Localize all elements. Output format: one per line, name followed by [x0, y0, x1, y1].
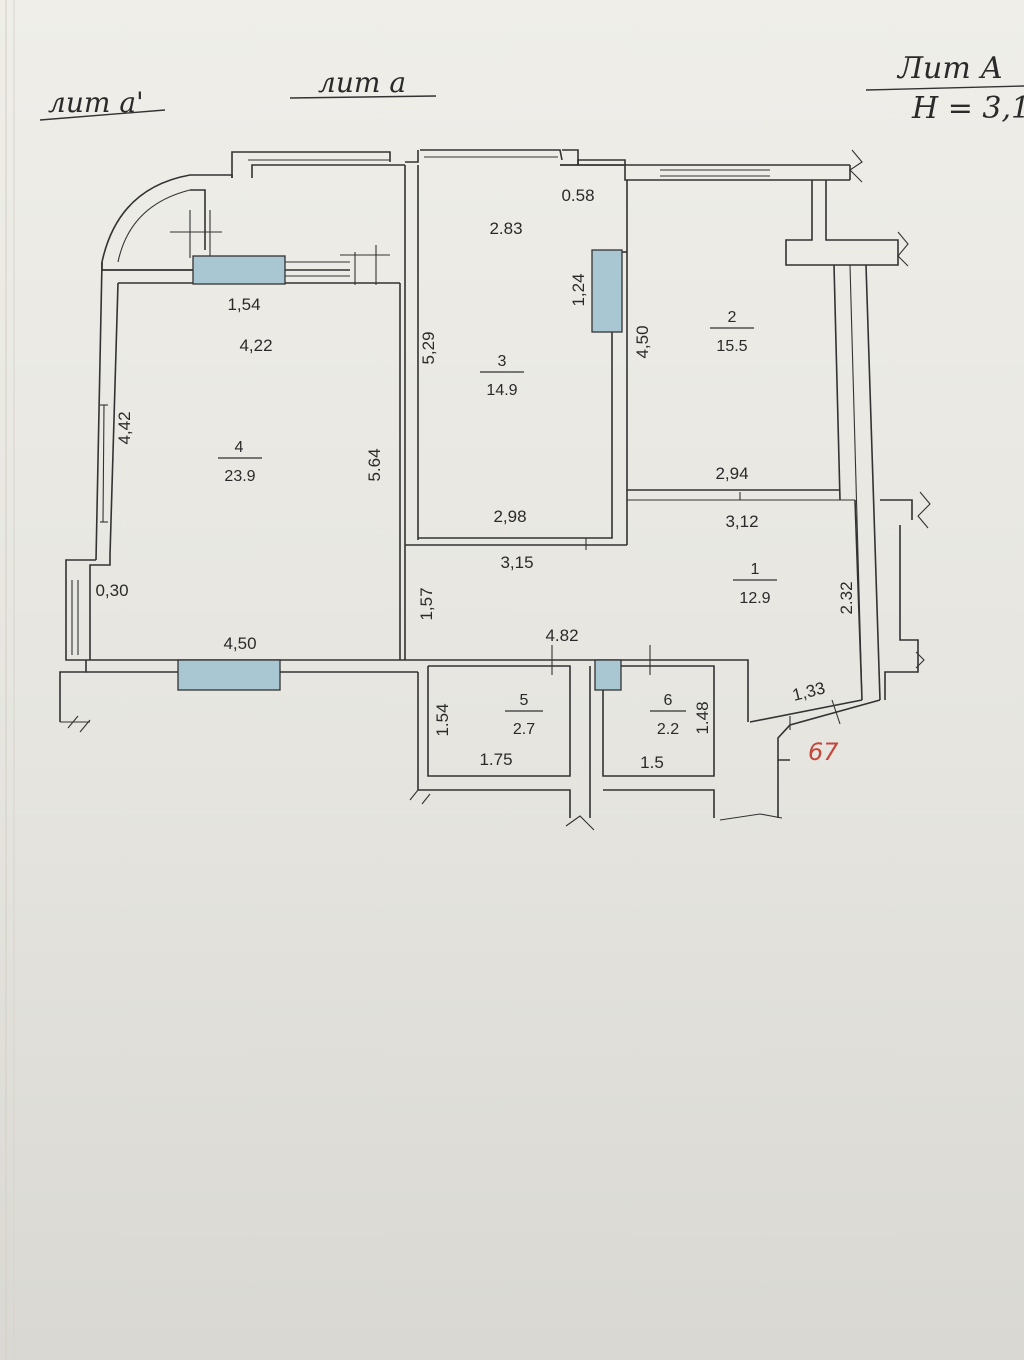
dim-3-15: 3,15: [500, 553, 533, 572]
dim-2-32: 2.32: [837, 581, 856, 614]
dim-1-57: 1,57: [417, 587, 436, 620]
note-lit-a: лит а: [318, 66, 406, 99]
window-room6: [594, 659, 622, 691]
room-1-number: 1: [751, 561, 760, 578]
room-4-label: 4 23.9: [218, 439, 262, 485]
dim-1-48: 1.48: [693, 701, 712, 734]
dim-1-54-room5: 1.54: [433, 703, 452, 736]
room-4-area: 23.9: [224, 468, 255, 485]
dim-1-24: 1,24: [569, 273, 588, 306]
room-3-number: 3: [498, 353, 507, 370]
room-6-area: 2.2: [657, 721, 679, 738]
dim-3-12: 3,12: [725, 512, 758, 531]
room-5-number: 5: [520, 692, 529, 709]
dim-2-94: 2,94: [715, 464, 748, 483]
room-labels: 4 23.9 3 14.9 2 15.5 1 12.9 5 2.7 6 2.2: [218, 309, 777, 738]
dim-4-50-room2: 4,50: [633, 325, 652, 358]
paper-lines: [5, 0, 15, 1360]
dim-2-98: 2,98: [493, 507, 526, 526]
room-1-label: 1 12.9: [733, 561, 777, 607]
dim-0-58: 0.58: [561, 186, 594, 205]
dim-2-83: 2.83: [489, 219, 522, 238]
room-4-number: 4: [235, 439, 244, 456]
dim-5-29: 5,29: [419, 331, 438, 364]
room-3-area: 14.9: [486, 382, 517, 399]
note-lit-a-prime: лит а': [48, 86, 144, 119]
room-6-label: 6 2.2: [650, 692, 686, 738]
room-5-area: 2.7: [513, 721, 535, 738]
windows: [177, 249, 623, 691]
room-2-number: 2: [728, 309, 737, 326]
note-height: Н = 3,1: [911, 91, 1024, 126]
window-room4-bottom: [177, 659, 281, 691]
note-lit-a-upper: Лит А: [896, 51, 1003, 86]
dimension-labels: 0.58 2.83 1,24 1,54 4,22 5,29 4,50 4,42 …: [95, 186, 856, 772]
dim-1-5: 1.5: [640, 753, 664, 772]
room-2-label: 2 15.5: [710, 309, 754, 355]
window-room3-side: [591, 249, 623, 333]
dim-1-33: 1,33: [790, 678, 827, 704]
dim-4-82: 4.82: [545, 626, 578, 645]
room-3-label: 3 14.9: [480, 353, 524, 399]
room-6-number: 6: [664, 692, 673, 709]
room-5-label: 5 2.7: [505, 692, 543, 738]
dim-1-54-top: 1,54: [227, 295, 260, 314]
dim-0-30: 0,30: [95, 581, 128, 600]
dim-5-64: 5.64: [365, 448, 384, 481]
window-room4-top: [192, 255, 286, 285]
red-annotation-67: 67: [808, 738, 839, 766]
room-2-area: 15.5: [716, 338, 747, 355]
room-1-area: 12.9: [739, 590, 770, 607]
header-notes: лит а' лит а Лит А Н = 3,1: [39, 51, 1024, 126]
dim-1-75: 1.75: [479, 750, 512, 769]
dim-4-22: 4,22: [239, 336, 272, 355]
dim-4-50-bottom: 4,50: [223, 634, 256, 653]
walls: [59, 149, 931, 831]
dim-4-42: 4,42: [115, 411, 134, 444]
